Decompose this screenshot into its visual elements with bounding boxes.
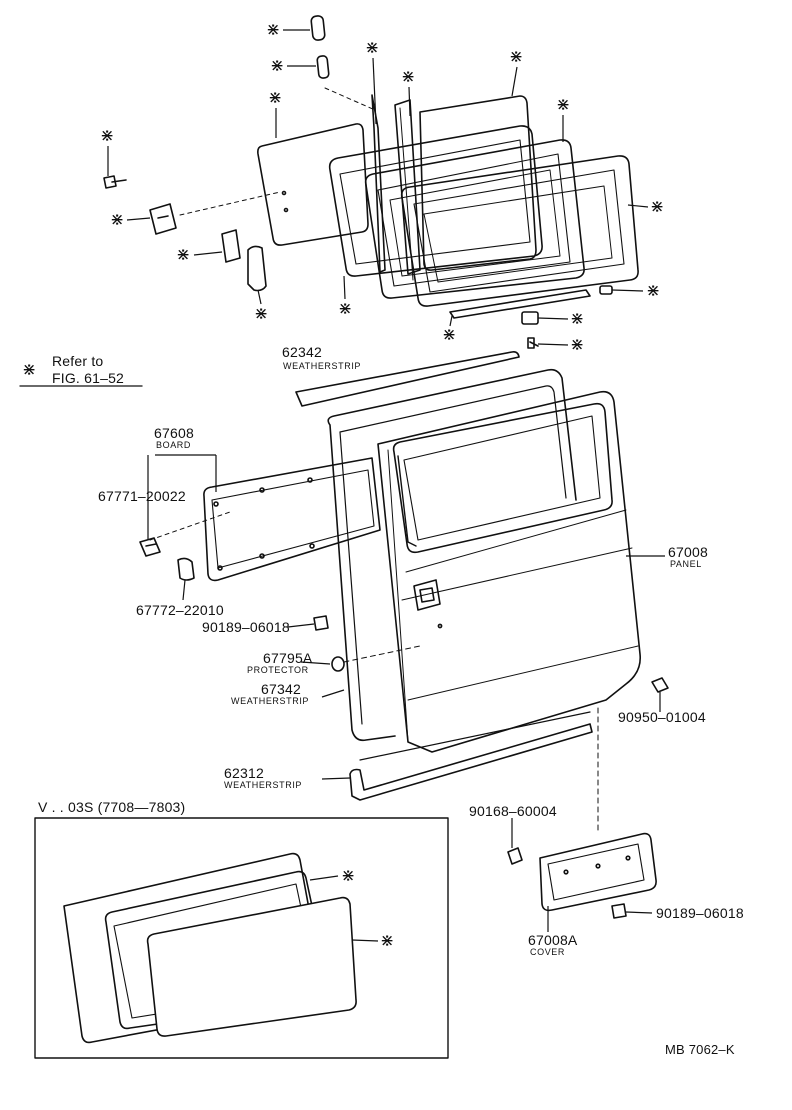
part-number: 90168–60004: [469, 803, 557, 819]
part-number: 90189–06018: [656, 905, 744, 921]
part-number: 90189–06018: [202, 619, 290, 635]
asterisk-marker: ⋇: [110, 210, 125, 230]
inset-title: V . . 03S (7708—7803): [38, 799, 186, 815]
asterisk-marker: ⋇: [650, 197, 665, 217]
legend-asterisk: ⋇: [22, 360, 37, 380]
asterisk-marker: ⋇: [509, 47, 524, 67]
part-number: 67008A: [528, 932, 578, 948]
part-number: 67771–20022: [98, 488, 186, 504]
weatherstrip-62342: [295, 351, 520, 407]
lower-run-strip: [449, 289, 591, 319]
asterisk-marker: ⋇: [176, 245, 191, 265]
part-name: WEATHERSTRIP: [231, 696, 310, 706]
part-number: 67608: [154, 425, 194, 441]
part-name: PANEL: [670, 559, 702, 569]
part-name: WEATHERSTRIP: [283, 361, 362, 371]
asterisk-marker: ⋇: [341, 866, 356, 886]
asterisk-marker: ⋇: [270, 56, 285, 76]
striker: [221, 229, 241, 263]
screw-top-left: [103, 175, 127, 189]
latch: [149, 203, 177, 235]
asterisk-marker: ⋇: [268, 88, 283, 108]
window-assembly: [103, 15, 639, 349]
drawing-code: MB 7062–K: [665, 1042, 735, 1057]
clip-67772: [177, 557, 195, 581]
part-number: 67342: [261, 681, 301, 697]
strip-top-1: [310, 15, 326, 41]
screw-90189-lower: [611, 903, 627, 919]
part-number: 62312: [224, 765, 264, 781]
asterisk-marker: ⋇: [442, 325, 457, 345]
asterisk-marker: ⋇: [380, 931, 395, 951]
part-name: PROTECTOR: [247, 665, 309, 675]
screw-90950: [651, 677, 669, 693]
legend-text-2: FIG. 61–52: [52, 370, 125, 386]
part-name: COVER: [530, 947, 566, 957]
asterisk-marker: ⋇: [338, 299, 353, 319]
cover-67008A: [539, 832, 657, 912]
window-frame-3: [400, 155, 639, 307]
part-number: 67008: [668, 544, 708, 560]
weatherstrip-62312: [349, 723, 593, 801]
asterisk-marker: ⋇: [254, 304, 269, 324]
screw-90189-upper: [313, 615, 329, 631]
inset-window: [63, 852, 357, 1044]
weatherstrip-67342: [327, 368, 577, 742]
part-number: 67795A: [263, 650, 313, 666]
part-number: 90950–01004: [618, 709, 706, 725]
asterisk-marker: ⋇: [556, 95, 571, 115]
asterisk-marker: ⋇: [100, 126, 115, 146]
window-frame-2: [364, 139, 585, 299]
part-number: 62342: [282, 344, 322, 360]
board-67608: [203, 457, 381, 582]
asterisk-marker: ⋇: [266, 20, 281, 40]
screw-90168: [507, 847, 523, 865]
handle-cap: [247, 245, 267, 292]
asterisk-marker: ⋇: [401, 67, 416, 87]
window-frame-1: [328, 125, 543, 277]
protector-67795A: [331, 656, 345, 672]
channel-strip-2: [394, 99, 421, 275]
asterisk-marker: ⋇: [570, 309, 585, 329]
door-handle: [413, 579, 441, 611]
channel-strip-1: [371, 94, 386, 273]
asterisk-marker: ⋇: [570, 335, 585, 355]
strip-top-2: [316, 55, 330, 79]
asterisk-marker: ⋇: [365, 38, 380, 58]
asterisk-marker: ⋇: [646, 281, 661, 301]
legend-text-1: Refer to: [52, 353, 104, 369]
door-panel-67008: [377, 390, 642, 753]
left-glass: [257, 123, 369, 246]
part-name: BOARD: [156, 440, 192, 450]
small-screw: [527, 337, 539, 349]
inset-box: [34, 817, 449, 1059]
part-number: 67772–22010: [136, 602, 224, 618]
clip-67771: [139, 537, 161, 557]
part-name: WEATHERSTRIP: [224, 780, 303, 790]
